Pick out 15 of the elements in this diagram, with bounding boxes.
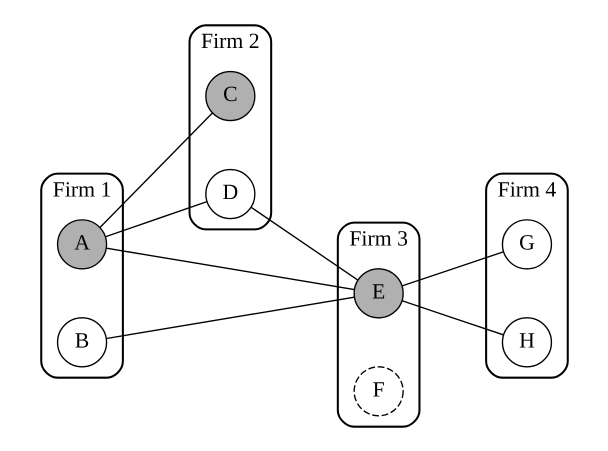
node-circle: F: [352, 366, 404, 416]
connector: [401, 250, 503, 286]
node-circle: H: [501, 316, 552, 367]
node-circle: C: [204, 70, 256, 121]
connector: [401, 300, 503, 335]
node-circle: E: [352, 268, 404, 318]
connector: [99, 112, 212, 228]
node-circle: A: [56, 218, 107, 270]
connector: [106, 296, 354, 339]
connector: [250, 206, 358, 280]
node-circle: D: [204, 168, 256, 219]
connector: [106, 247, 354, 290]
connector: [104, 200, 206, 237]
node-circle: B: [56, 316, 107, 367]
node-circle: G: [501, 218, 552, 270]
